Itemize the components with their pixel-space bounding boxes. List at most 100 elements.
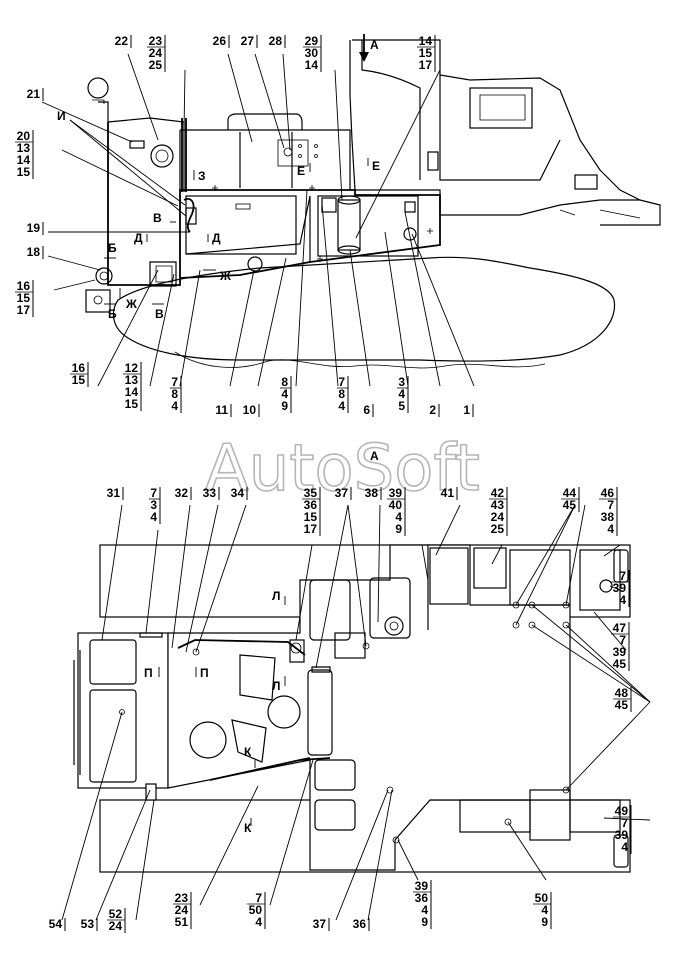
marker-P2: П: [200, 666, 209, 680]
round-cover-2: [267, 695, 301, 729]
callout-number: 7: [619, 633, 626, 647]
callout-number: 40: [389, 498, 403, 512]
callout-number: 23: [149, 34, 163, 48]
deck-panel-c: [314, 759, 356, 791]
bolt-36: [386, 786, 394, 794]
callout-number: 32: [175, 486, 189, 500]
cap-22-inner: [155, 149, 169, 163]
callout-number: 54: [49, 917, 63, 931]
marker-B2: В: [155, 307, 164, 321]
callout-number: 4: [619, 593, 626, 607]
cylinder-6-bottom: [337, 245, 361, 255]
cab-window: [469, 87, 533, 129]
callout-number: 19: [27, 221, 41, 235]
callout-number: 4: [338, 399, 345, 413]
callout-c2: 2: [429, 403, 440, 417]
callout-number: 7: [150, 486, 157, 500]
callout-number: 52: [109, 907, 123, 921]
callout-number: 15: [17, 291, 31, 305]
callout-number: 24: [149, 46, 163, 60]
callout-number: 4: [281, 387, 288, 401]
callout-c38: 38: [365, 486, 382, 500]
callout-number: 39: [615, 828, 629, 842]
callout-c7b: 784: [337, 375, 349, 413]
lock-53: [119, 709, 125, 715]
cap-7: [599, 579, 613, 593]
callout-number: 48: [615, 686, 629, 700]
callout-number: 6: [363, 403, 370, 417]
section-markers-top: В Д Д З Е Е Ж Ж Б Б В И: [57, 109, 380, 321]
deck-panel-a: [309, 579, 351, 641]
box-19-slant: [185, 195, 311, 255]
side-view: [85, 39, 661, 369]
callout-number: 15: [304, 510, 318, 524]
callout-number: 34: [231, 486, 245, 500]
deck-slot: [307, 669, 333, 756]
callout-number: 12: [125, 361, 139, 375]
callout-number: 41: [441, 486, 455, 500]
frame-main: [107, 122, 441, 286]
callout-number: 10: [243, 403, 257, 417]
cylinder-6-top: [337, 195, 361, 205]
marker-Zh1: Ж: [219, 269, 231, 283]
callout-number: 8: [171, 387, 178, 401]
cab-window-inner: [479, 94, 526, 121]
callout-number: 23: [175, 891, 189, 905]
callout-number: 45: [615, 698, 629, 712]
callout-c26: 26: [213, 34, 230, 48]
track-end-r: [613, 834, 629, 868]
panel-42: [473, 547, 507, 589]
leader-lines-bottom: [61, 504, 651, 921]
callout-number: 13: [125, 373, 139, 387]
marker-Z: З: [198, 169, 206, 183]
knob-1: [403, 227, 417, 241]
callout-number: 42: [491, 486, 505, 500]
marker-I: И: [57, 109, 66, 123]
callout-c7c: 734: [149, 486, 161, 524]
callout-c8: 849: [280, 375, 292, 413]
box-19: [185, 195, 297, 255]
callout-number: 39: [613, 581, 627, 595]
callout-number: 9: [541, 915, 548, 929]
marker-L1: Л: [272, 589, 280, 603]
callout-number: 25: [149, 58, 163, 72]
bolt-44a: [512, 601, 520, 609]
callout-c22: 22: [115, 34, 132, 48]
callout-c27: 27: [241, 34, 258, 48]
callout-number: 4: [607, 522, 614, 536]
gauge-28: [283, 147, 293, 157]
bolt-48c: [562, 786, 570, 794]
callout-number: 24: [175, 903, 189, 917]
rivet: [314, 154, 318, 158]
latch-20: [183, 198, 195, 233]
box-12: [149, 261, 177, 287]
rear-handle: [73, 650, 81, 775]
marker-Bb1: Б: [108, 241, 117, 255]
hitch-pin: [93, 295, 103, 305]
callout-c18: 18: [27, 245, 44, 259]
callout-number: 18: [27, 245, 41, 259]
clamp-1: [404, 201, 416, 213]
callout-c3: 345: [397, 375, 409, 413]
callout-number: 16: [72, 361, 86, 375]
cab-part-a: [574, 174, 598, 190]
cap-22: [150, 144, 174, 168]
callout-number: 44: [563, 486, 577, 500]
callout-number: 29: [305, 34, 319, 48]
callout-number: 43: [491, 498, 505, 512]
handrail-top: [227, 113, 303, 130]
callout-c19: 19: [27, 221, 44, 235]
callout-number: 50: [535, 891, 549, 905]
marker-D2: Д: [212, 231, 221, 245]
